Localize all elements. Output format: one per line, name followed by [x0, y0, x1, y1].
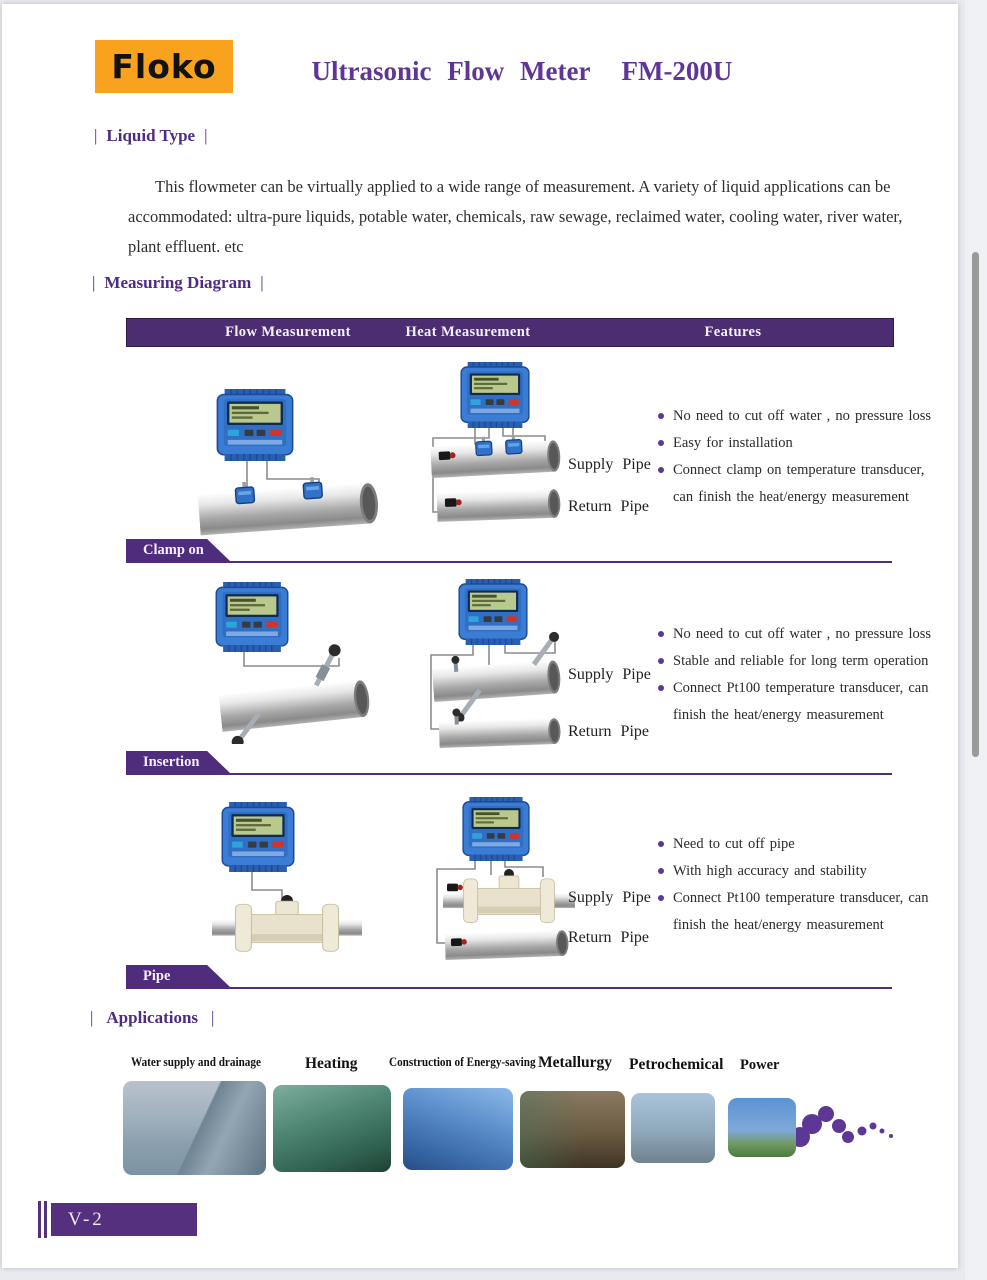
section-applications-label: Applications [106, 1008, 199, 1027]
application-label-construction: Construction of Energy-saving [389, 1054, 536, 1069]
application-label-petrochemical: Petrochemical [629, 1056, 724, 1073]
application-photo-construction [403, 1088, 513, 1170]
feature-text: Stable and reliable for long term operat… [673, 653, 929, 669]
bullet-icon [658, 631, 664, 637]
clamp-on-heat-meter-illustration [430, 362, 562, 522]
bullet-icon [658, 868, 664, 874]
table-header-bar: Flow Measurement Heat Measurement Featur… [126, 318, 894, 347]
feature-text: Easy for installation [673, 435, 793, 451]
section-bar: | [94, 126, 98, 145]
return-pipe-label: Return Pipe [568, 929, 649, 946]
section-bar: | [211, 1008, 215, 1027]
feature-item: Connect clamp on temperature transducer,… [656, 457, 944, 511]
section-bar: | [90, 1008, 94, 1027]
return-pipe-label: Return Pipe [568, 498, 649, 515]
feature-item: Connect Pt100 temperature transducer, ca… [656, 885, 956, 939]
brand-logo-text: Floko [111, 47, 217, 86]
column-header-features: Features [704, 324, 762, 340]
application-photo-heating [273, 1085, 391, 1172]
column-header-flow: Flow Measurement [225, 324, 351, 340]
bullet-icon [658, 413, 664, 419]
application-label-metallurgy: Metallurgy [538, 1054, 613, 1071]
dot-trail-decoration [792, 1106, 893, 1147]
return-pipe-label: Return Pipe [568, 723, 649, 740]
row-banner-insertion: Insertion [126, 751, 892, 775]
pipe-heat-meter-illustration [436, 797, 575, 961]
feature-text: With high accuracy and stability [673, 863, 867, 879]
insertion-flow-meter-illustration [215, 582, 371, 744]
application-photo-petrochemical [631, 1093, 715, 1163]
features-list-clamp-on: No need to cut off water , no pressure l… [656, 403, 944, 511]
feature-text: No need to cut off water , no pressure l… [673, 626, 932, 642]
feature-item: Connect Pt100 temperature transducer, ca… [656, 675, 954, 729]
pipe-flow-meter-illustration [212, 802, 362, 952]
bullet-icon [658, 685, 664, 691]
feature-item: Need to cut off pipe [656, 831, 956, 858]
row-banner-pipe: Pipe [126, 965, 892, 989]
bullet-icon [658, 895, 664, 901]
supply-pipe-label: Supply Pipe [568, 456, 651, 473]
feature-item: Stable and reliable for long term operat… [656, 648, 954, 675]
feature-item: With high accuracy and stability [656, 858, 956, 885]
application-photo-metallurgy [520, 1091, 625, 1168]
brand-logo: Floko [95, 40, 233, 93]
section-bar: | [260, 273, 264, 292]
section-measuring-diagram-label: Measuring Diagram [104, 273, 252, 292]
liquid-type-paragraph: This flowmeter can be virtually applied … [128, 177, 903, 256]
application-label-heating: Heating [305, 1055, 358, 1072]
bullet-icon [658, 440, 664, 446]
column-header-heat: Heat Measurement [405, 324, 531, 340]
scrollbar-track[interactable] [965, 0, 987, 1280]
section-bar: | [92, 273, 96, 292]
feature-item: No need to cut off water , no pressure l… [656, 621, 954, 648]
bullet-icon [658, 841, 664, 847]
feature-item: No need to cut off water , no pressure l… [656, 403, 944, 430]
feature-text: Connect Pt100 temperature transducer, ca… [673, 890, 929, 933]
features-list-pipe: Need to cut off pipe With high accuracy … [656, 831, 956, 939]
section-measuring-diagram: | Measuring Diagram | [92, 273, 264, 293]
features-list-insertion: No need to cut off water , no pressure l… [656, 621, 954, 729]
footer-tick-marks [38, 1201, 47, 1238]
supply-pipe-label: Supply Pipe [568, 889, 651, 906]
feature-item: Easy for installation [656, 430, 944, 457]
row-banner-flag: Pipe [126, 965, 230, 987]
scrollbar-thumb[interactable] [972, 252, 979, 757]
insertion-heat-meter-illustration [430, 579, 562, 748]
bullet-icon [658, 467, 664, 473]
page-title: Ultrasonic Flow Meter FM-200U [311, 56, 733, 86]
supply-pipe-label: Supply Pipe [568, 666, 651, 683]
section-liquid-type: | Liquid Type | [94, 126, 207, 146]
application-photo-power [728, 1098, 796, 1157]
feature-text: Connect Pt100 temperature transducer, ca… [673, 680, 929, 723]
application-label-power: Power [740, 1057, 780, 1073]
application-label-water-supply: Water supply and drainage [131, 1054, 261, 1069]
feature-text: Need to cut off pipe [673, 836, 795, 852]
row-banner-clamp-on: Clamp on [126, 539, 892, 563]
row-banner-flag: Insertion [126, 751, 230, 773]
feature-text: No need to cut off water , no pressure l… [673, 408, 932, 424]
section-bar: | [204, 126, 208, 145]
section-applications: | Applications | [90, 1008, 214, 1028]
feature-text: Connect clamp on temperature transducer,… [673, 462, 925, 505]
document-page: Floko Ultrasonic Flow Meter FM-200U | Li… [2, 4, 958, 1268]
page-number-tag: V-2 [51, 1203, 197, 1236]
row-banner-flag: Clamp on [126, 539, 230, 561]
clamp-on-flow-meter-illustration [197, 389, 380, 536]
section-liquid-type-label: Liquid Type [106, 126, 196, 145]
bullet-icon [658, 658, 664, 664]
application-photo-water-supply [123, 1081, 266, 1175]
